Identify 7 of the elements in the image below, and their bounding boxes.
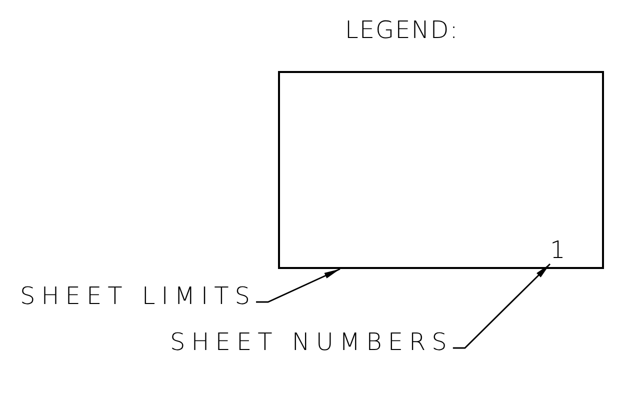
sheet-numbers-label: SHEET NUMBERS (170, 328, 453, 356)
leader-line (452, 263, 551, 349)
legend-title: LEGEND: (345, 16, 459, 44)
leader-line (256, 268, 340, 303)
sheet-number: 1 (550, 236, 570, 264)
sheet-limits-rectangle (278, 71, 604, 269)
sheet-limits-label: SHEET LIMITS (20, 282, 256, 310)
